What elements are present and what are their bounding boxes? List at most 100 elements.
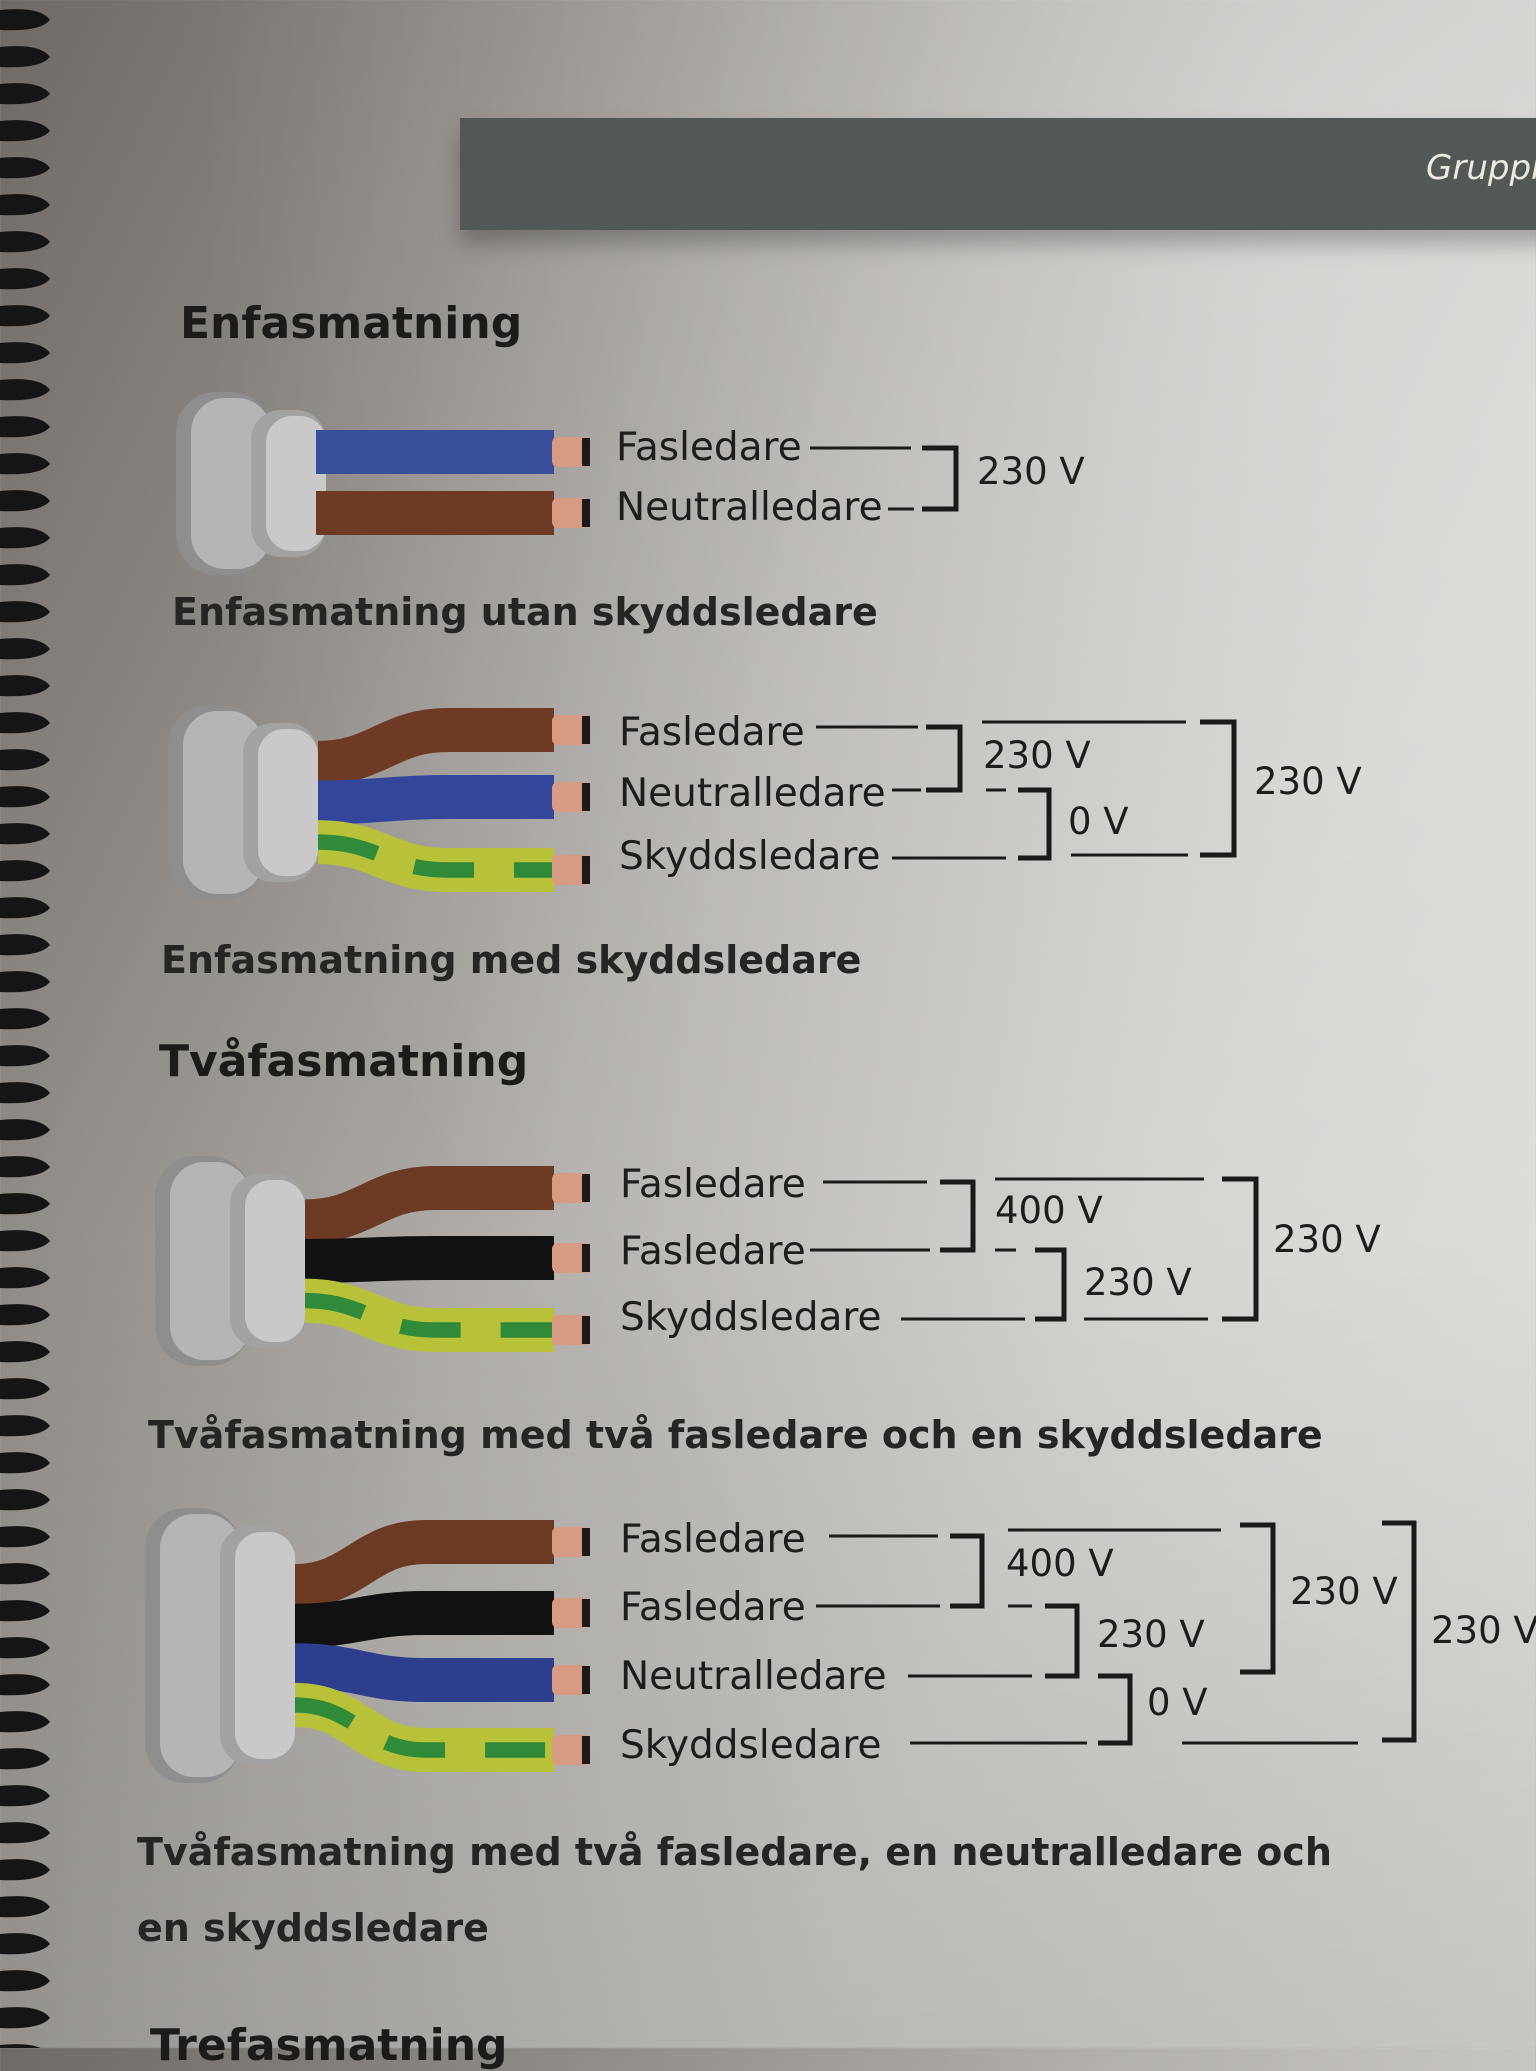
copper-conductor [552, 498, 590, 528]
wire [293, 1520, 554, 1609]
cable-diagram-3 [155, 1156, 590, 1366]
diagram-caption: Enfasmatning utan skyddsledare [172, 590, 878, 634]
binding-ring [0, 1156, 50, 1178]
chapter-header-bar: Gruppl [460, 118, 1536, 230]
wire-label: Fasledare [620, 1229, 806, 1274]
binding-ring [0, 860, 50, 882]
binding-ring [0, 9, 50, 31]
binding-ring [0, 1193, 50, 1215]
binding-ring [0, 1082, 50, 1104]
section-heading-tvafasmatning: Tvåfasmatning [159, 1036, 529, 1087]
binding-ring [0, 1267, 50, 1289]
wire-label: Fasledare [620, 1585, 806, 1630]
copper-conductor [552, 855, 590, 885]
wire [317, 708, 554, 785]
binding-ring [0, 194, 50, 216]
binding-ring [0, 1415, 50, 1437]
voltage-label: 230 V [977, 450, 1085, 493]
binding-ring [0, 638, 50, 660]
voltage-label: 230 V [1290, 1570, 1398, 1613]
binding-ring [0, 971, 50, 993]
binding-ring [0, 120, 50, 142]
voltage-label: 0 V [1147, 1681, 1208, 1724]
cable-diagram-1 [176, 392, 590, 575]
binding-ring [0, 1674, 50, 1696]
voltage-label: 230 V [1254, 760, 1362, 803]
copper-conductor [552, 782, 590, 812]
binding-ring [0, 1341, 50, 1363]
binding-ring [0, 1526, 50, 1548]
copper-conductor [552, 437, 590, 467]
diagram-caption: Tvåfasmatning med två fasledare och en s… [148, 1413, 1323, 1457]
binding-ring [0, 342, 50, 364]
wire [294, 1643, 554, 1702]
section-heading-enfasmatning: Enfasmatning [180, 298, 523, 349]
binding-ring [0, 416, 50, 438]
binding-ring [0, 231, 50, 253]
diagram-1-brackets [810, 445, 959, 512]
binding-ring [0, 1489, 50, 1511]
binding-ring [0, 1822, 50, 1844]
binding-ring [0, 305, 50, 327]
wire-label: Fasledare [616, 425, 802, 470]
binding-ring [0, 786, 50, 808]
wire-label: Skyddsledare [620, 1723, 882, 1768]
binding-ring [0, 1637, 50, 1659]
binding-ring [0, 601, 50, 623]
copper-conductor [552, 715, 590, 745]
voltage-label: 230 V [1431, 1609, 1536, 1652]
binding-ring [0, 823, 50, 845]
copper-conductor [552, 1243, 590, 1273]
voltage-label: 400 V [1006, 1542, 1114, 1585]
binding-ring [0, 453, 50, 475]
voltage-label: 400 V [995, 1189, 1103, 1232]
binding-ring [0, 1600, 50, 1622]
wire-label: Neutralledare [620, 1654, 887, 1699]
voltage-label: 230 V [1273, 1218, 1381, 1261]
binding-ring [0, 1304, 50, 1326]
wire-label: Skyddsledare [620, 1295, 882, 1340]
cable-diagram-4 [145, 1508, 590, 1783]
binding-ring [0, 1896, 50, 1918]
voltage-label: 230 V [983, 734, 1091, 777]
diagram-caption: Enfasmatning med skyddsledare [161, 938, 862, 982]
binding-ring [0, 1045, 50, 1067]
binding-ring [0, 1933, 50, 1955]
cable-diagram-2 [168, 705, 590, 900]
chapter-title: Gruppl [1426, 148, 1536, 188]
voltage-label: 230 V [1084, 1261, 1192, 1304]
copper-conductor [552, 1173, 590, 1203]
copper-conductor [552, 1315, 590, 1345]
binding-ring [0, 1859, 50, 1881]
wire-label: Fasledare [620, 1517, 806, 1562]
binding-ring [0, 83, 50, 105]
voltage-label: 0 V [1068, 800, 1129, 843]
wire-label: Neutralledare [616, 485, 883, 530]
binding-ring [0, 268, 50, 290]
binding-ring [0, 564, 50, 586]
binding-ring [0, 1119, 50, 1141]
diagram-2-brackets [816, 719, 1237, 861]
voltage-label: 230 V [1097, 1613, 1205, 1656]
diagram-caption-line-2: en skyddsledare [137, 1906, 489, 1950]
binding-ring [0, 749, 50, 771]
wire [304, 1166, 554, 1244]
binding-ring [0, 2044, 41, 2048]
wire [294, 1591, 554, 1648]
spiral-binding [0, 9, 50, 2048]
binding-ring [0, 1785, 50, 1807]
wire [304, 1236, 554, 1283]
diagram-3-brackets [810, 1176, 1259, 1322]
copper-conductor [552, 1665, 590, 1695]
binding-ring [0, 1748, 50, 1770]
binding-ring [0, 712, 50, 734]
wire-label: Fasledare [619, 710, 805, 755]
binding-ring [0, 46, 50, 68]
wire-label: Neutralledare [619, 771, 886, 816]
binding-ring [0, 490, 50, 512]
binding-ring [0, 934, 50, 956]
diagram-caption-line-1: Tvåfasmatning med två fasledare, en neut… [137, 1830, 1332, 1874]
wire-label: Skyddsledare [619, 834, 881, 879]
